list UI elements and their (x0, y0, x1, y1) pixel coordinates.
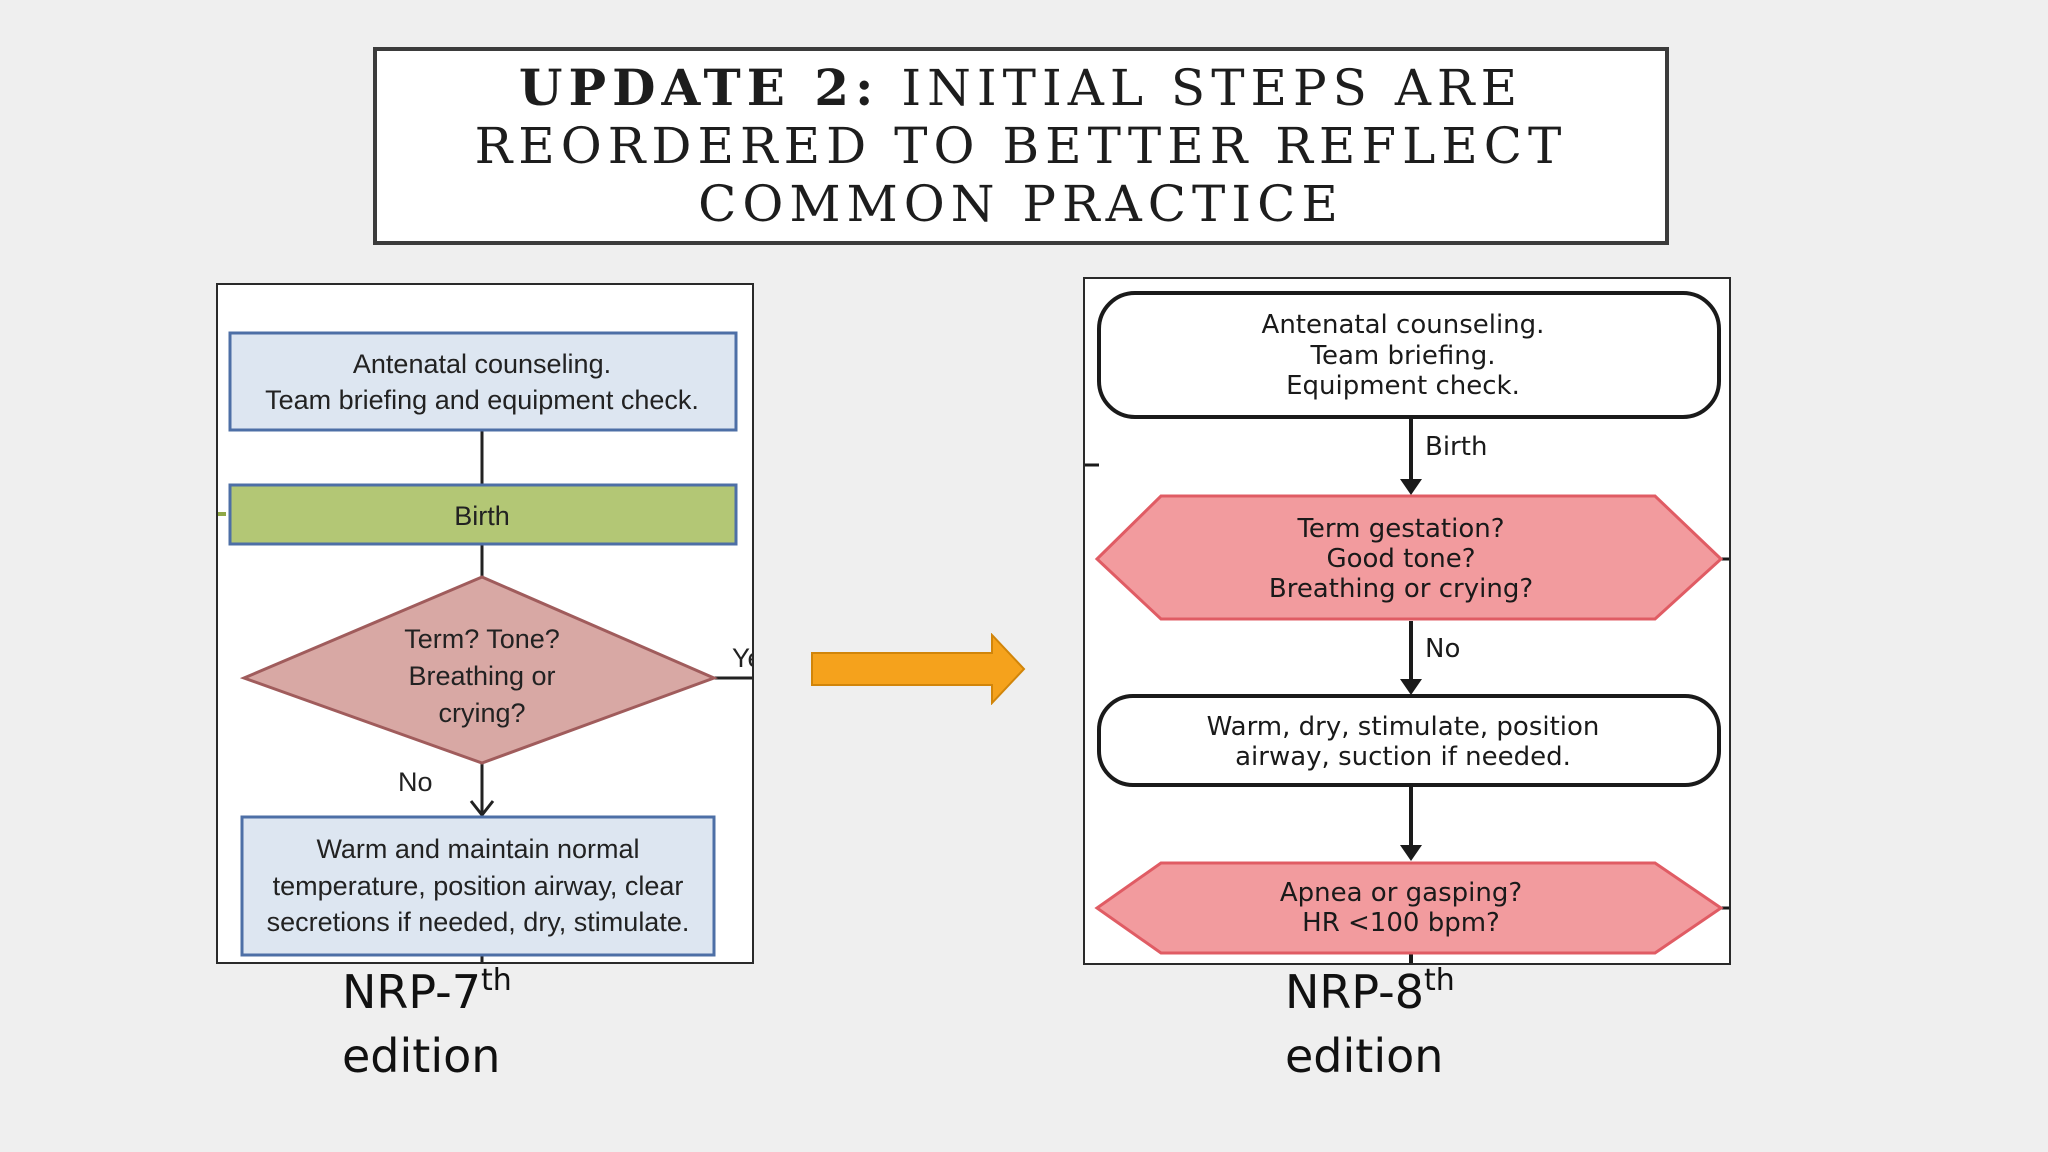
apnea-line-1: Apnea or gasping? (1280, 878, 1522, 908)
nrp7-flowchart: Antenatal counseling. Team briefing and … (218, 331, 754, 962)
birth-box (228, 483, 738, 546)
warm-box (240, 815, 716, 957)
apnea-line-2: HR <100 bpm? (1302, 908, 1500, 938)
no-arrowhead (469, 800, 495, 818)
arrowhead (1400, 845, 1422, 861)
decision-line-2: Breathing or (408, 661, 555, 691)
decision-line-1: Term? Tone? (404, 624, 560, 654)
warm-line-1: Warm and maintain normal (316, 834, 639, 864)
arrowhead (1400, 479, 1422, 495)
title-line-2: REORDERED TO BETTER REFLECT (474, 117, 1568, 175)
warm-line-1: Warm, dry, stimulate, position (1207, 712, 1600, 742)
slide-title: UPDATE 2: INITIAL STEPS ARE REORDERED TO… (373, 47, 1669, 245)
nrp8-flowchart: Antenatal counseling. Team briefing. Equ… (1085, 291, 1729, 963)
counseling-line-1: Antenatal counseling. (353, 349, 611, 379)
nrp8-flowchart-panel: Antenatal counseling. Team briefing. Equ… (1083, 277, 1731, 965)
decision-line-3: crying? (438, 698, 525, 728)
yes-label: Ye (732, 643, 754, 673)
birth-label: Birth (1425, 432, 1487, 462)
counseling-box (1097, 291, 1721, 419)
nrp8-caption: NRP-8th edition (1285, 963, 1455, 1083)
counseling-line-2: Team briefing. (1309, 341, 1495, 371)
no-label: No (1425, 634, 1460, 664)
counseling-box (228, 331, 738, 432)
counseling-line-2: Team briefing and equipment check. (265, 385, 699, 415)
transition-arrow-icon (811, 633, 1026, 705)
no-label: No (398, 767, 433, 797)
term-line-2: Good tone? (1326, 544, 1475, 574)
warm-line-1: airway, suction if needed. (1235, 742, 1571, 772)
nrp7-caption: NRP-7th edition (342, 963, 512, 1083)
term-hexagon (1094, 494, 1724, 621)
title-line-3: COMMON PRACTICE (698, 175, 1344, 233)
apnea-hexagon (1094, 861, 1724, 955)
warm-box (1097, 694, 1721, 787)
decision-diamond (239, 575, 719, 765)
warm-line-3: secretions if needed, dry, stimulate. (267, 907, 690, 937)
arrowhead (1400, 679, 1422, 695)
counseling-line-1: Antenatal counseling. (1262, 310, 1545, 340)
nrp7-flowchart-panel: Antenatal counseling. Team briefing and … (216, 283, 754, 964)
warm-line-2: temperature, position airway, clear (273, 871, 684, 901)
term-line-1: Term gestation? (1296, 514, 1504, 544)
title-line-1: UPDATE 2: INITIAL STEPS ARE (518, 58, 1524, 118)
counseling-line-3: Equipment check. (1286, 371, 1520, 401)
birth-label: Birth (454, 501, 510, 531)
term-line-3: Breathing or crying? (1269, 574, 1533, 604)
